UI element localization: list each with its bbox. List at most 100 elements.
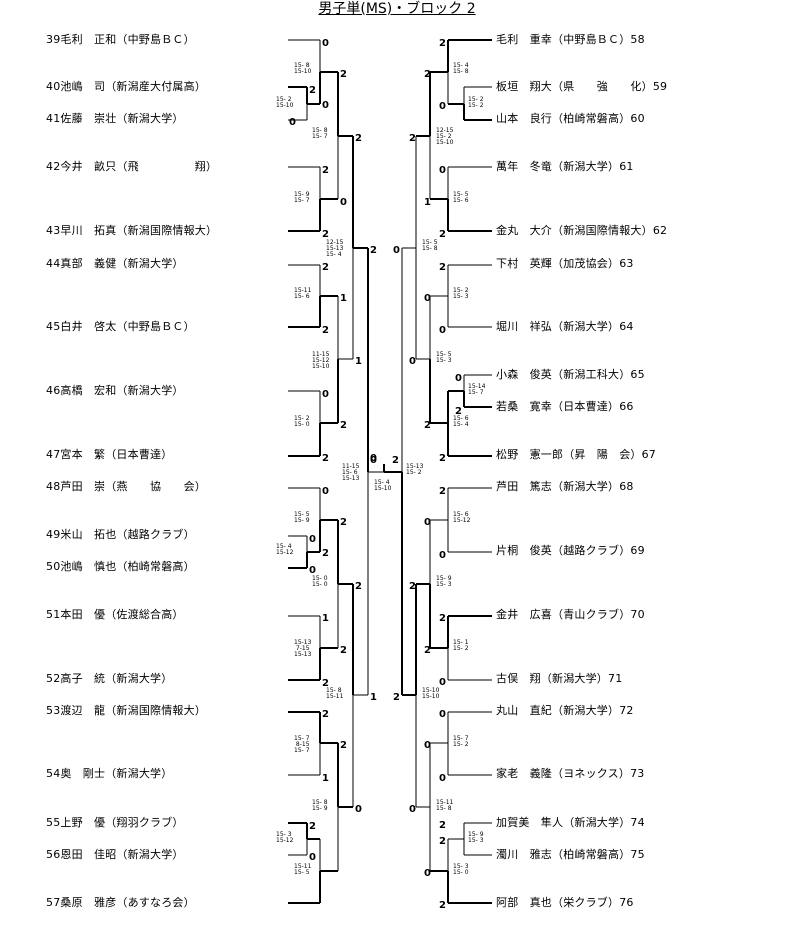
match-score: 0: [370, 453, 377, 464]
player-row: 56恩田 佳昭（新潟大学）: [46, 848, 184, 862]
player-club: （新潟国際情報大）: [116, 224, 218, 237]
player-club: （新潟国際情報大）: [105, 704, 207, 717]
player-club: （佐渡総合高）: [105, 608, 184, 621]
match-score: 0: [424, 293, 431, 304]
player-row: 44真部 義健（新潟大学）: [46, 257, 184, 271]
player-row: 丸山 直紀（新潟大学）72: [496, 704, 634, 718]
player-row: 家老 義隆（ヨネックス）73: [496, 767, 644, 781]
player-club: （新潟大学）: [105, 672, 173, 685]
player-club: （新潟大学）: [552, 160, 620, 173]
game-scores: 15- 5 15- 8: [422, 239, 438, 252]
match-score: 2: [355, 581, 362, 592]
player-club: （柏崎常磐高）: [552, 848, 631, 861]
player-club: （新潟大学）: [552, 480, 620, 493]
player-name: 真部 義健: [60, 257, 117, 270]
match-score: 2: [424, 420, 431, 431]
game-scores: 11-15 15-12 15-10: [312, 351, 330, 370]
player-row: 45白井 啓太（中野島ＢＣ）: [46, 320, 195, 334]
game-scores: 15-11 15- 8: [436, 799, 454, 812]
player-name: 高子 統: [60, 672, 106, 685]
game-scores: 15-11 15- 5: [294, 863, 312, 876]
player-name: 下村 英輝: [496, 257, 552, 270]
match-score: 2: [424, 69, 431, 80]
player-number: 52: [46, 672, 61, 685]
player-row: 芦田 篤志（新潟大学）68: [496, 480, 634, 494]
game-scores: 11-15 15- 6 15-13: [342, 463, 360, 482]
player-number: 67: [641, 448, 657, 461]
player-club: （新潟国際情報大）: [552, 224, 653, 237]
player-club: （新潟大学）: [105, 767, 173, 780]
match-score: 0: [289, 117, 296, 128]
match-score: 2: [340, 517, 347, 528]
player-club: （柏崎常磐高）: [116, 560, 195, 573]
match-score: 2: [424, 645, 431, 656]
player-name: 金井 広喜: [496, 608, 552, 621]
player-row: 阿部 真也（栄クラブ）76: [496, 896, 634, 910]
player-name: 桑原 雅彦: [60, 896, 117, 909]
player-name: 金丸 大介: [496, 224, 552, 237]
player-name: 上野 優: [60, 816, 106, 829]
match-score: 1: [424, 197, 431, 208]
match-score: 1: [370, 692, 377, 703]
player-number: 63: [619, 257, 634, 270]
player-number: 62: [652, 224, 668, 237]
match-score: 0: [424, 868, 431, 879]
player-number: 65: [630, 368, 645, 381]
player-club: （新潟大学）: [563, 816, 631, 829]
player-club: （新潟大学）: [116, 257, 184, 270]
player-number: 48: [46, 480, 61, 493]
match-score: 2: [439, 836, 446, 847]
player-row: 48芦田 崇（燕 協 会）: [46, 480, 206, 494]
match-score: 0: [455, 373, 462, 384]
game-scores: 15- 2 15- 3: [453, 287, 469, 300]
player-number: 55: [46, 816, 61, 829]
player-name: 毛利 正和: [60, 33, 117, 46]
player-row: 53渡辺 龍（新潟国際情報大）: [46, 704, 206, 718]
player-row: 古俣 翔（新潟大学）71: [496, 672, 622, 686]
player-club: （ヨネックス）: [552, 767, 631, 780]
player-name: 加賀美 隼人: [496, 816, 564, 829]
match-score: 2: [439, 486, 446, 497]
match-score: 1: [355, 356, 362, 367]
player-number: 71: [608, 672, 623, 685]
player-row: 46高橋 宏和（新潟大学）: [46, 384, 184, 398]
game-scores: 15- 4 15-12: [276, 543, 294, 556]
game-scores: 15- 9 15- 3: [468, 831, 484, 844]
player-number: 70: [630, 608, 645, 621]
player-name: 堀川 祥弘: [496, 320, 552, 333]
player-number: 61: [619, 160, 634, 173]
player-name: 芦田 篤志: [496, 480, 552, 493]
player-row: 松野 憲一郎（昇 陽 会）67: [496, 448, 656, 462]
player-row: 54奥 剛士（新潟大学）: [46, 767, 172, 781]
player-number: 41: [46, 112, 61, 125]
page-title: 男子単(MS)・ブロック 2: [318, 1, 476, 17]
player-name: 阿部 真也: [496, 896, 552, 909]
player-row: 金井 広喜（青山クラブ）70: [496, 608, 645, 622]
player-name: 小森 俊英: [496, 368, 552, 381]
match-score: 0: [439, 773, 446, 784]
match-score: 0: [439, 677, 446, 688]
player-row: 43早川 拓真（新潟国際情報大）: [46, 224, 217, 238]
match-score: 0: [355, 804, 362, 815]
player-row: 萬年 冬竜（新潟大学）61: [496, 160, 634, 174]
player-name: 若桑 寛幸: [496, 400, 552, 413]
player-number: 58: [630, 33, 645, 46]
player-row: 47宮本 繁（日本曹達）: [46, 448, 172, 462]
player-row: 小森 俊英（新潟工科大）65: [496, 368, 645, 382]
player-row: 毛利 重幸（中野島ＢＣ）58: [496, 33, 645, 47]
game-scores: 15- 3 15- 0: [453, 863, 469, 876]
player-number: 57: [46, 896, 61, 909]
player-name: 渡辺 龍: [60, 704, 106, 717]
game-scores: 15- 4 15- 8: [453, 62, 469, 75]
player-number: 59: [652, 80, 668, 93]
match-score: 2: [322, 165, 329, 176]
game-scores: 12-15 15- 2 15-10: [436, 127, 454, 146]
player-number: 76: [619, 896, 634, 909]
player-row: 52高子 統（新潟大学）: [46, 672, 172, 686]
player-number: 73: [630, 767, 645, 780]
player-row: 49米山 拓也（越路クラブ）: [46, 528, 195, 542]
match-score: 2: [439, 453, 446, 464]
player-number: 47: [46, 448, 61, 461]
match-score: 0: [322, 389, 329, 400]
match-score: 0: [439, 709, 446, 720]
